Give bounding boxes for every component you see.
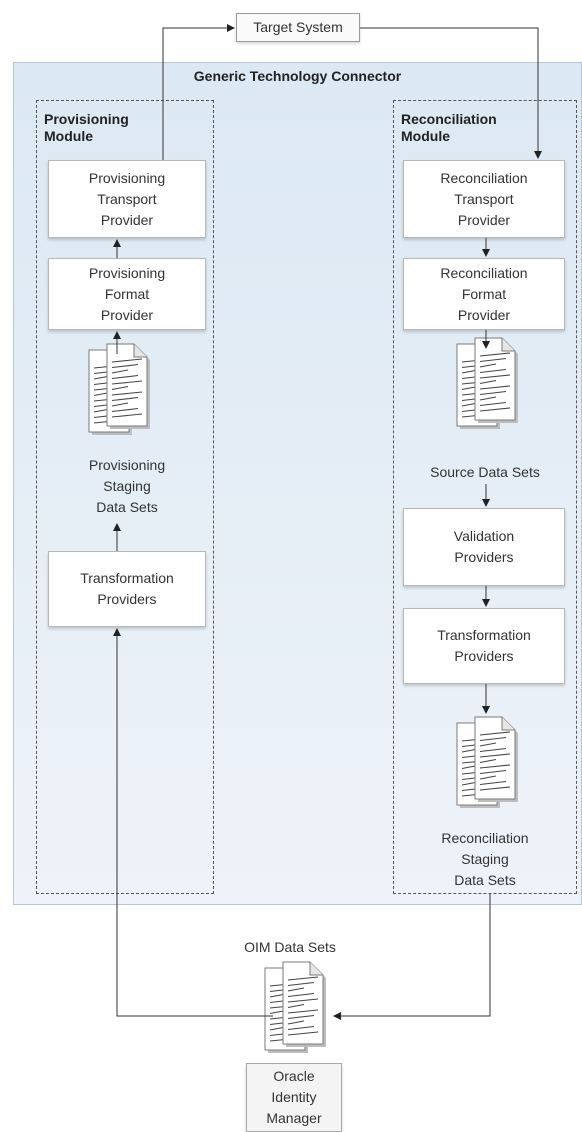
reconciliation-transport-provider-box: Reconciliation Transport Provider: [403, 160, 565, 238]
document-stack-icon: [456, 337, 518, 429]
provisioning-transformation-providers-label: Transformation Providers: [80, 570, 174, 607]
arrow-oim-to-prov-transformation: [113, 628, 273, 1017]
reconciliation-transport-provider-label: Reconciliation Transport Provider: [440, 169, 528, 228]
oim-data-sets-label: OIM Data Sets: [244, 939, 336, 955]
reconciliation-staging-data-sets-label: Reconciliation Staging Data Sets: [441, 830, 529, 888]
oim-data-sets-icon: [264, 961, 326, 1053]
provisioning-module: [36, 100, 214, 894]
provisioning-format-provider-box: Provisioning Format Provider: [48, 258, 206, 330]
arrow-target-to-recon-transport: [360, 27, 542, 159]
connector-title: Generic Technology Connector: [193, 68, 402, 84]
provisioning-staging-data-sets-icon: [88, 343, 150, 435]
reconciliation-format-provider-box: Reconciliation Format Provider: [403, 258, 565, 330]
arrow-recon-staging-to-oim: [333, 894, 491, 1020]
oracle-identity-manager-box: Oracle Identity Manager: [246, 1063, 342, 1132]
provisioning-format-provider-label: Provisioning Format Provider: [88, 264, 166, 323]
provisioning-transport-provider-label: Provisioning Transport Provider: [88, 169, 166, 228]
document-stack-icon: [456, 716, 518, 808]
document-stack-icon: [264, 961, 326, 1053]
provisioning-transport-provider-box: Provisioning Transport Provider: [48, 160, 206, 238]
source-data-sets-icon: [456, 337, 518, 429]
reconciliation-transformation-providers-box: Transformation Providers: [403, 608, 565, 684]
validation-providers-box: Validation Providers: [403, 508, 565, 586]
target-system-label: Target System: [253, 19, 343, 35]
reconciliation-format-provider-label: Reconciliation Format Provider: [440, 264, 528, 323]
reconciliation-staging-data-sets-icon: [456, 716, 518, 808]
reconciliation-module-title: Reconciliation Module: [401, 111, 497, 144]
document-stack-icon: [88, 343, 150, 435]
reconciliation-transformation-providers-label: Transformation Providers: [437, 627, 531, 664]
oracle-identity-manager-label: Oracle Identity Manager: [266, 1068, 322, 1126]
provisioning-transformation-providers-box: Transformation Providers: [48, 551, 206, 627]
target-system-box: Target System: [236, 13, 360, 42]
validation-providers-label: Validation Providers: [453, 528, 515, 565]
source-data-sets-label: Source Data Sets: [430, 464, 540, 480]
arrow-prov-transport-to-target: [162, 24, 235, 160]
reconciliation-module: [393, 100, 577, 894]
provisioning-staging-data-sets-label: Provisioning Staging Data Sets: [88, 457, 166, 515]
provisioning-module-title: Provisioning Module: [44, 111, 129, 144]
